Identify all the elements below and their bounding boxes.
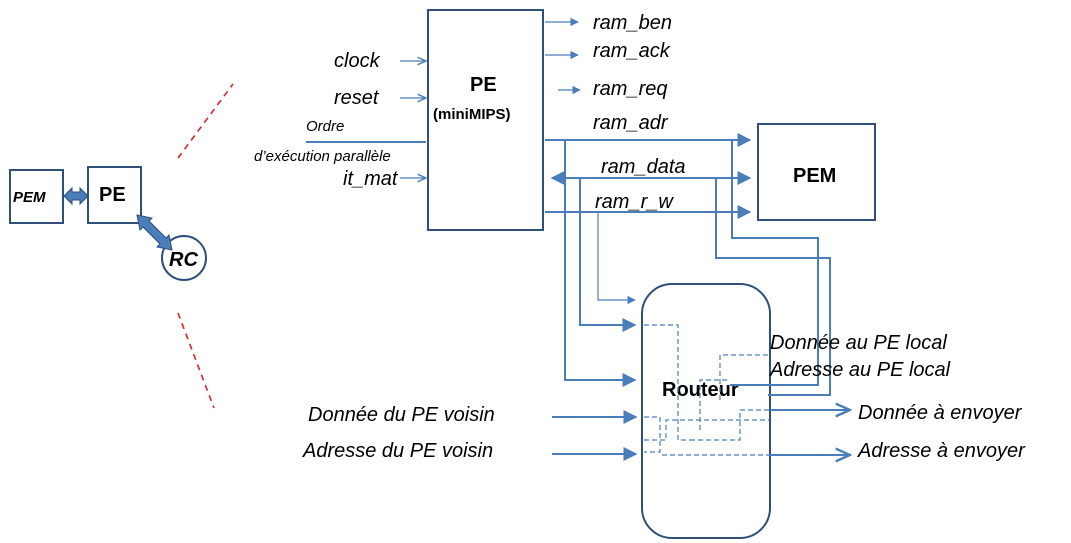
internal-path-4 [690,409,770,441]
mini-pe-label: PE [99,184,126,206]
internal-path-2 [644,416,661,453]
wire-tap-data-router [579,178,637,332]
pe-block [427,9,544,231]
input-ordre-label-1: Ordre [306,118,344,135]
mini-pem-label: PEM [13,189,46,206]
pe-title: PE [470,74,497,96]
mini-pe-rc-arrow [136,214,173,251]
router-donnee-envoyer-label: Donnée à envoyer [858,402,1023,424]
out-ram-r-w-label: ram_r_w [595,191,674,213]
mini-overview: PEM PE RC [9,83,234,409]
pem-title: PEM [793,165,836,187]
internal-path-1 [644,324,690,441]
mini-rc-circle [161,235,207,281]
wire-pem-data-return [730,140,819,386]
pe-subtitle: (miniMIPS) [433,106,511,123]
router-adresse-local-label: Adresse au PE local [769,359,951,381]
pe-outputs: ram_ben ram_ack ram_req ram_adr ram_data… [545,12,686,213]
router-io: Donnée au PE local Adresse au PE local D… [302,332,1026,462]
mini-pem-box [9,169,64,224]
zoom-guide-bottom [177,312,215,409]
pe-inputs: clock reset Ordre d’exécution parallèle … [254,50,426,190]
wire-tap-rw-router [597,212,636,305]
router-donnee-voisin-label: Donnée du PE voisin [308,404,495,426]
router-block [641,283,771,539]
out-ram-data-label: ram_data [601,156,686,178]
input-clock-label: clock [334,50,381,72]
input-reset-label: reset [334,87,380,109]
out-ram-adr-label: ram_adr [593,112,669,134]
input-it-mat-label: it_mat [343,168,399,190]
internal-path-7 [699,379,730,430]
internal-path-3 [644,419,770,441]
zoom-guide-top [177,83,234,159]
input-ordre-label-2: d’exécution parallèle [254,148,391,165]
out-ram-ack-label: ram_ack [593,40,671,62]
router-adresse-envoyer-label: Adresse à envoyer [857,440,1026,462]
wire-pem-adr-return [715,178,831,396]
router-internal-paths [644,324,770,456]
out-ram-ben-label: ram_ben [593,12,672,34]
out-ram-req-label: ram_req [593,78,667,100]
mini-pe-box [87,166,142,224]
pem-block [757,123,876,221]
bus-wires [545,133,831,396]
internal-path-6 [719,354,770,400]
router-adresse-voisin-label: Adresse du PE voisin [302,440,493,462]
mini-rc-label: RC [169,249,198,271]
wire-tap-adr-router [564,140,637,387]
router-donnee-local-label: Donnée au PE local [770,332,947,354]
mini-pem-pe-arrow [63,186,89,206]
